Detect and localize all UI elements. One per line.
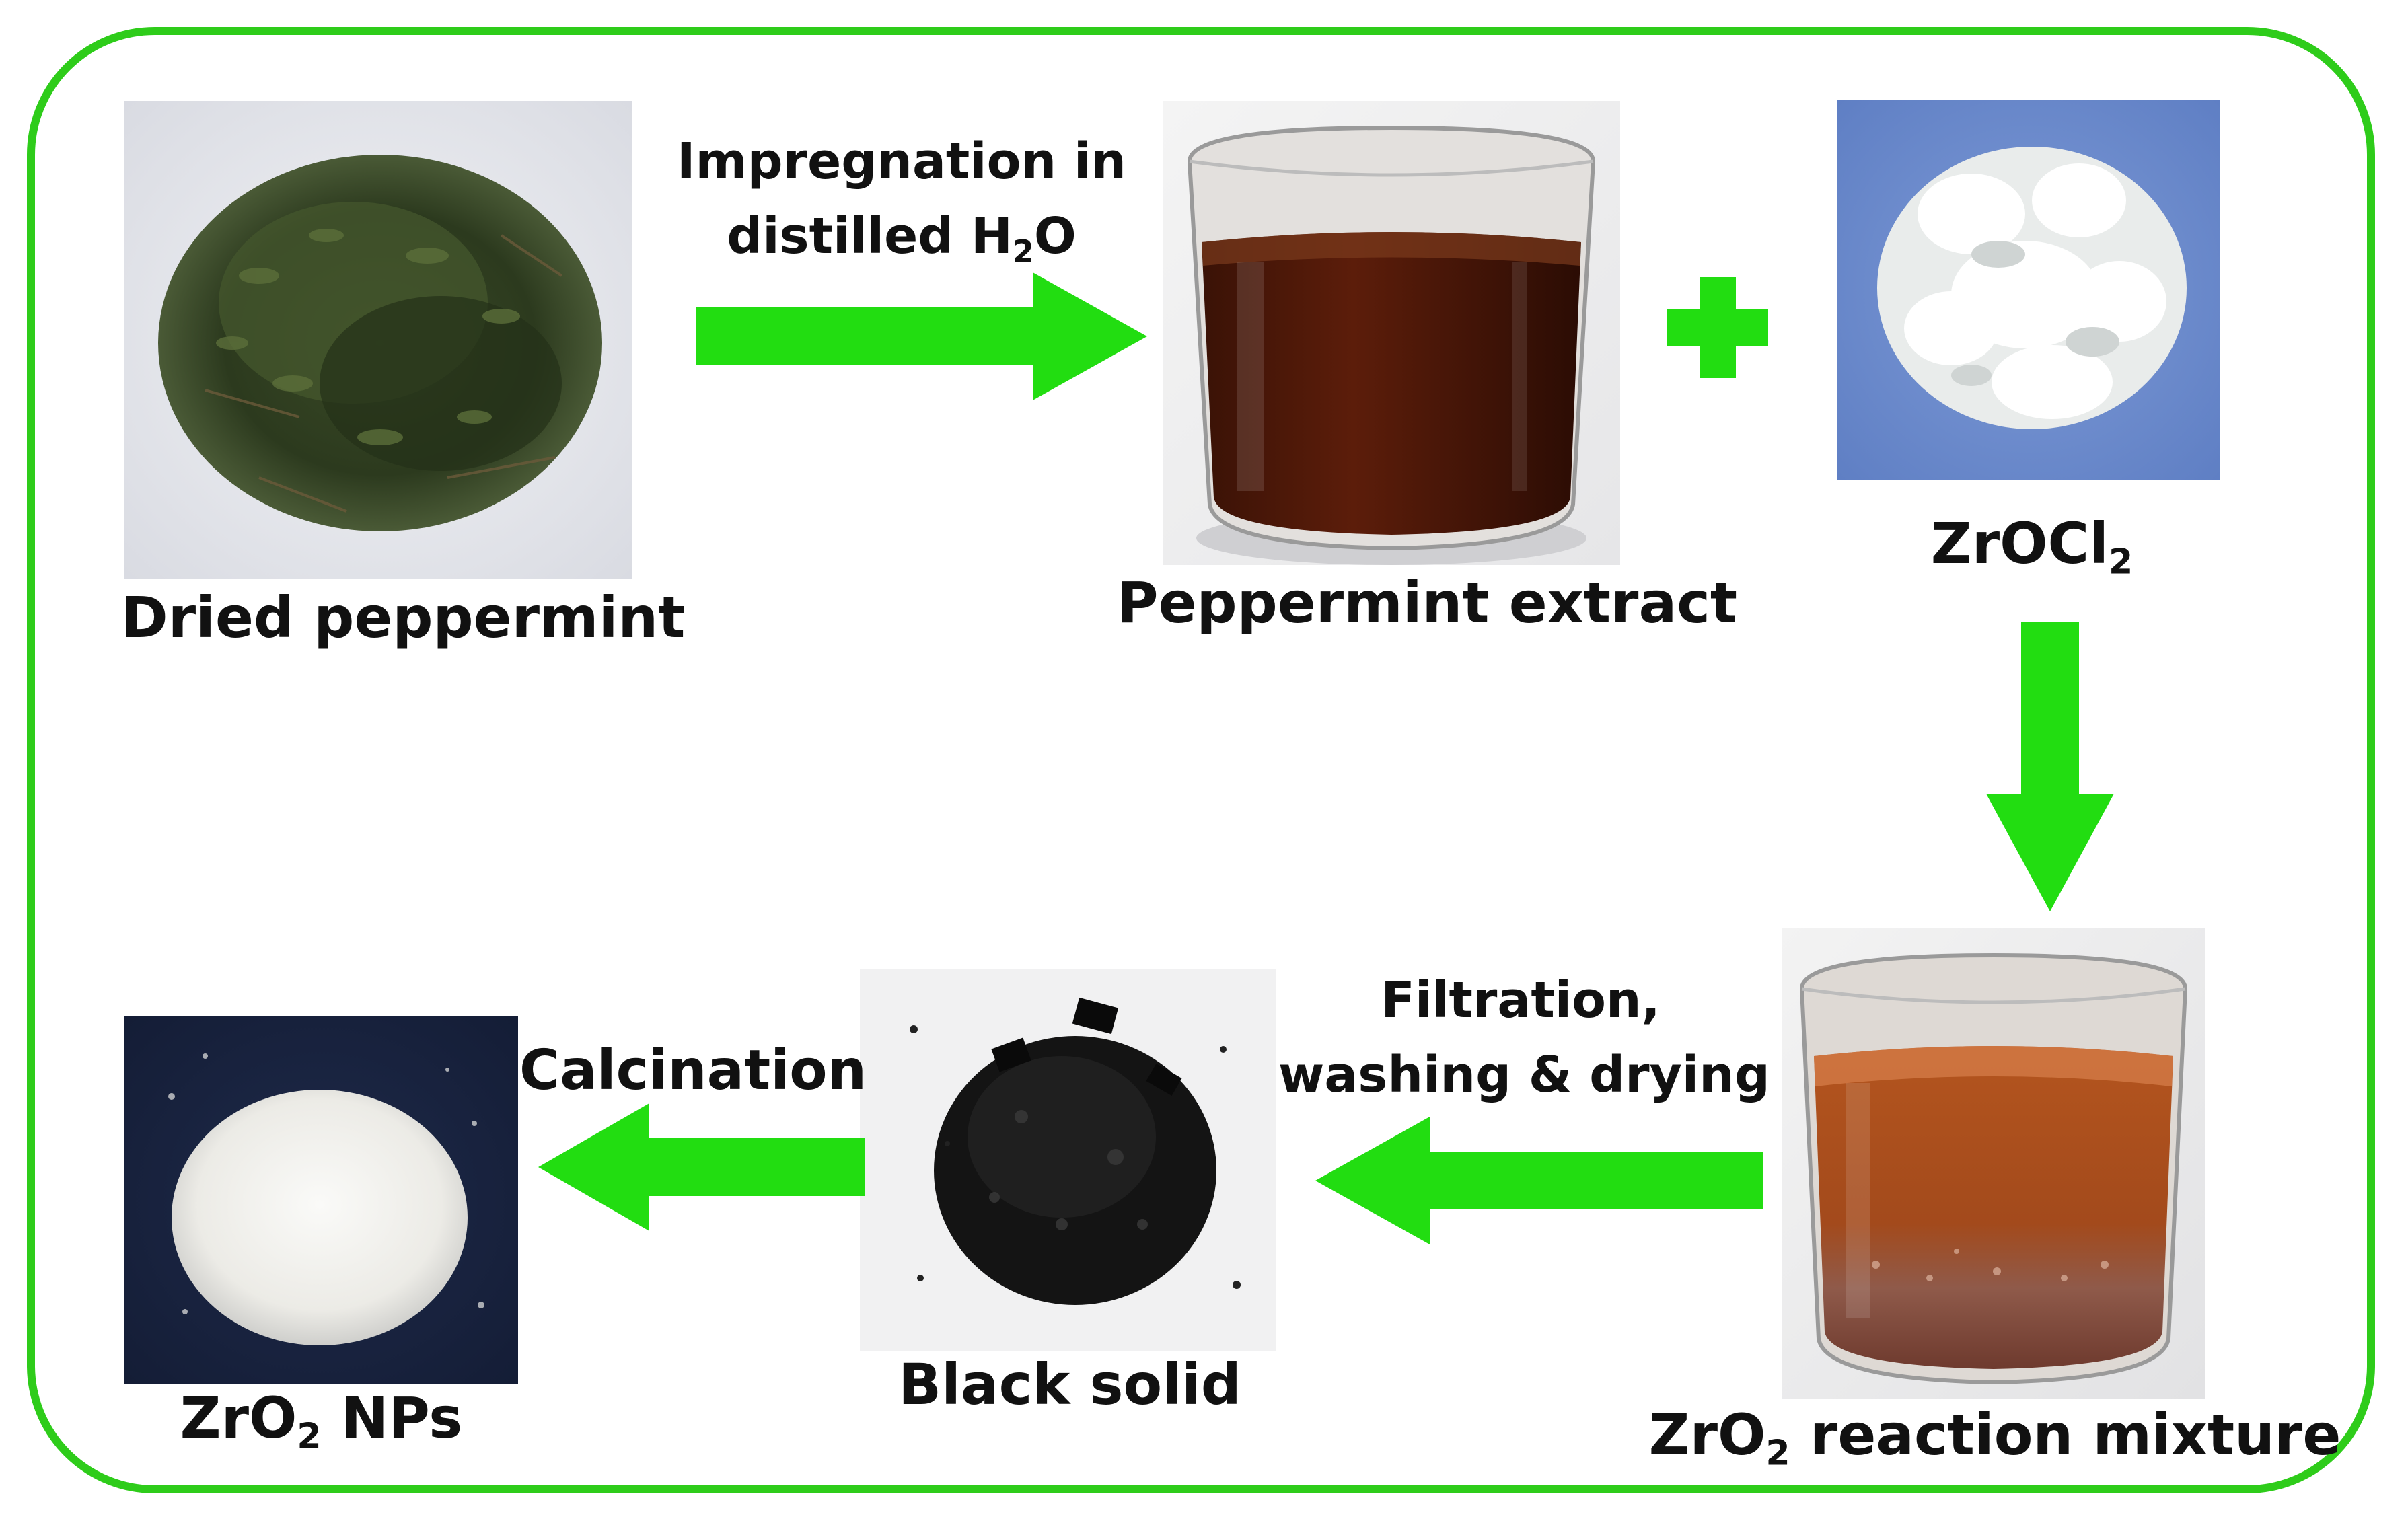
calcination-arrow xyxy=(538,1103,865,1231)
peppermint-extract-photo xyxy=(1163,101,1620,565)
filtration-arrow-label: Filtration, washing & drying xyxy=(1278,963,1770,1113)
filtration-label-line1: Filtration, xyxy=(1381,971,1661,1029)
filtration-label-line2: washing & drying xyxy=(1278,1046,1770,1104)
diagram-frame xyxy=(27,27,2375,1493)
filtration-arrow xyxy=(1315,1117,1763,1244)
zrocl2-photo xyxy=(1837,100,2220,480)
dried-peppermint-photo xyxy=(124,101,632,579)
zro2-nps-label: ZrO2 NPs xyxy=(180,1385,463,1457)
impregnation-label-line2: distilled H2O xyxy=(727,207,1077,270)
black-solid-photo xyxy=(860,969,1276,1351)
zro2-nps-photo xyxy=(124,1016,518,1384)
dried-peppermint-label: Dried peppermint xyxy=(121,585,686,650)
black-solid-label: Black solid xyxy=(898,1351,1241,1417)
down-arrow xyxy=(1986,622,2114,911)
calcination-arrow-label: Calcination xyxy=(519,1039,867,1103)
reaction-mixture-label: ZrO2 reaction mixture xyxy=(1648,1402,2341,1474)
impregnation-arrow xyxy=(696,272,1147,400)
reaction-mixture-photo xyxy=(1782,928,2205,1399)
peppermint-extract-label: Peppermint extract xyxy=(1117,570,1738,636)
impregnation-label-line1: Impregnation in xyxy=(677,133,1126,190)
zrocl2-label: ZrOCl2 xyxy=(1930,511,2133,583)
plus-icon xyxy=(1667,277,1768,378)
impregnation-arrow-label: Impregnation in distilled H2O xyxy=(666,124,1137,274)
